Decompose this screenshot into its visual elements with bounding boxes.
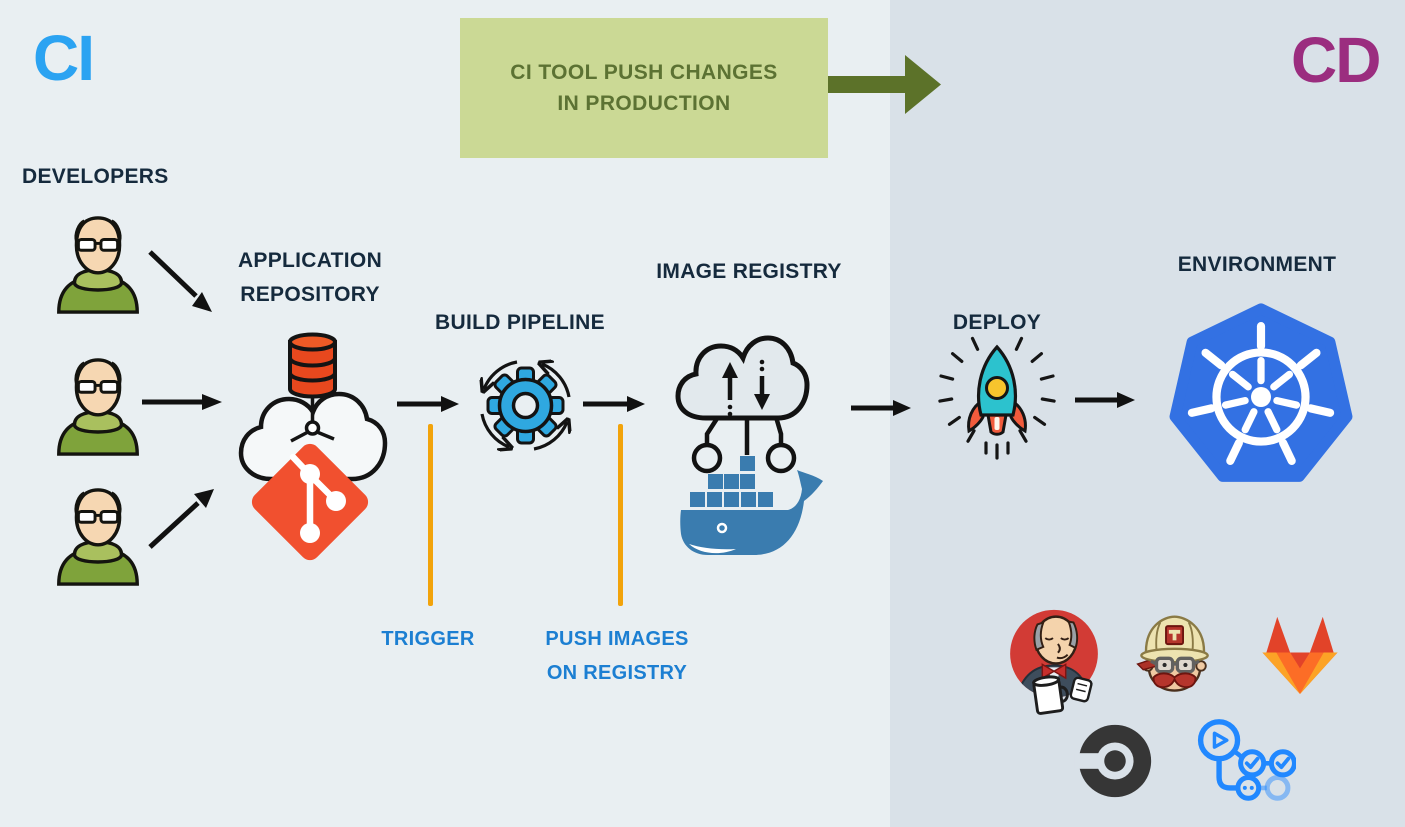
developer-avatar-icon	[57, 358, 139, 456]
github-actions-logo	[1197, 719, 1296, 801]
deploy-rocket-icon	[938, 336, 1056, 460]
trigger-connector-line	[428, 424, 433, 606]
deploy-label: DEPLOY	[952, 311, 1042, 334]
towel-icon	[1069, 676, 1093, 703]
ci-section-title: CI	[33, 22, 95, 94]
mug-icon	[1032, 675, 1069, 715]
environment-label: ENVIRONMENT	[1177, 253, 1337, 276]
developer-avatar-icon	[57, 488, 139, 586]
cycle-arrows-icon	[482, 362, 569, 449]
application-repository-label-line1: APPLICATION	[237, 249, 383, 272]
arrow-dev1-to-repo-icon	[148, 250, 212, 312]
banner-ci-tool-push-changes: CI TOOL PUSH CHANGES IN PRODUCTION	[460, 18, 828, 158]
push-images-label-line2: ON REGISTRY	[546, 662, 688, 684]
kubernetes-icon	[1169, 303, 1353, 482]
push-images-connector-line	[618, 424, 623, 606]
application-repository-label-line2: REPOSITORY	[240, 283, 380, 306]
image-registry-icon	[675, 335, 823, 555]
build-pipeline-label: BUILD PIPELINE	[435, 311, 605, 334]
banner-line-2: IN PRODUCTION	[557, 92, 731, 115]
jenkins-logo	[1010, 609, 1098, 715]
circleci-logo	[1074, 724, 1152, 798]
banner-arrow-icon	[828, 55, 941, 114]
git-icon	[251, 443, 369, 561]
build-pipeline-gear-icon	[468, 348, 583, 463]
trigger-label: TRIGGER	[381, 628, 475, 650]
arrow-registry-to-deploy-icon	[851, 400, 911, 416]
developers-label: DEVELOPERS	[22, 165, 169, 188]
database-icon	[288, 332, 337, 399]
arrow-dev3-to-repo-icon	[148, 489, 214, 549]
developer-avatar-icon	[57, 216, 139, 314]
gitlab-logo	[1262, 616, 1338, 695]
registry-cloud-icon	[675, 335, 810, 474]
arrow-dev2-to-repo-icon	[142, 394, 222, 410]
application-repository-label: APPLICATION REPOSITORY	[210, 244, 410, 312]
push-pull-arrows-icon	[722, 359, 770, 417]
arrow-repo-to-build-icon	[397, 396, 459, 412]
ship-wheel-icon	[1187, 322, 1335, 466]
image-registry-label: IMAGE REGISTRY	[656, 260, 842, 283]
arrow-build-to-registry-icon	[583, 396, 645, 412]
application-repository-icon	[238, 332, 388, 561]
travis-ci-logo	[1136, 615, 1209, 692]
banner-line-1: CI TOOL PUSH CHANGES	[510, 61, 778, 84]
push-images-label: PUSH IMAGES ON REGISTRY	[527, 622, 707, 690]
cd-section-title: CD	[1291, 24, 1381, 96]
push-images-label-line1: PUSH IMAGES	[545, 628, 689, 650]
gear-icon	[486, 366, 565, 445]
docker-whale-icon	[680, 456, 823, 555]
arrow-deploy-to-environment-icon	[1075, 392, 1135, 408]
burst-dashes-icon	[938, 336, 1056, 460]
